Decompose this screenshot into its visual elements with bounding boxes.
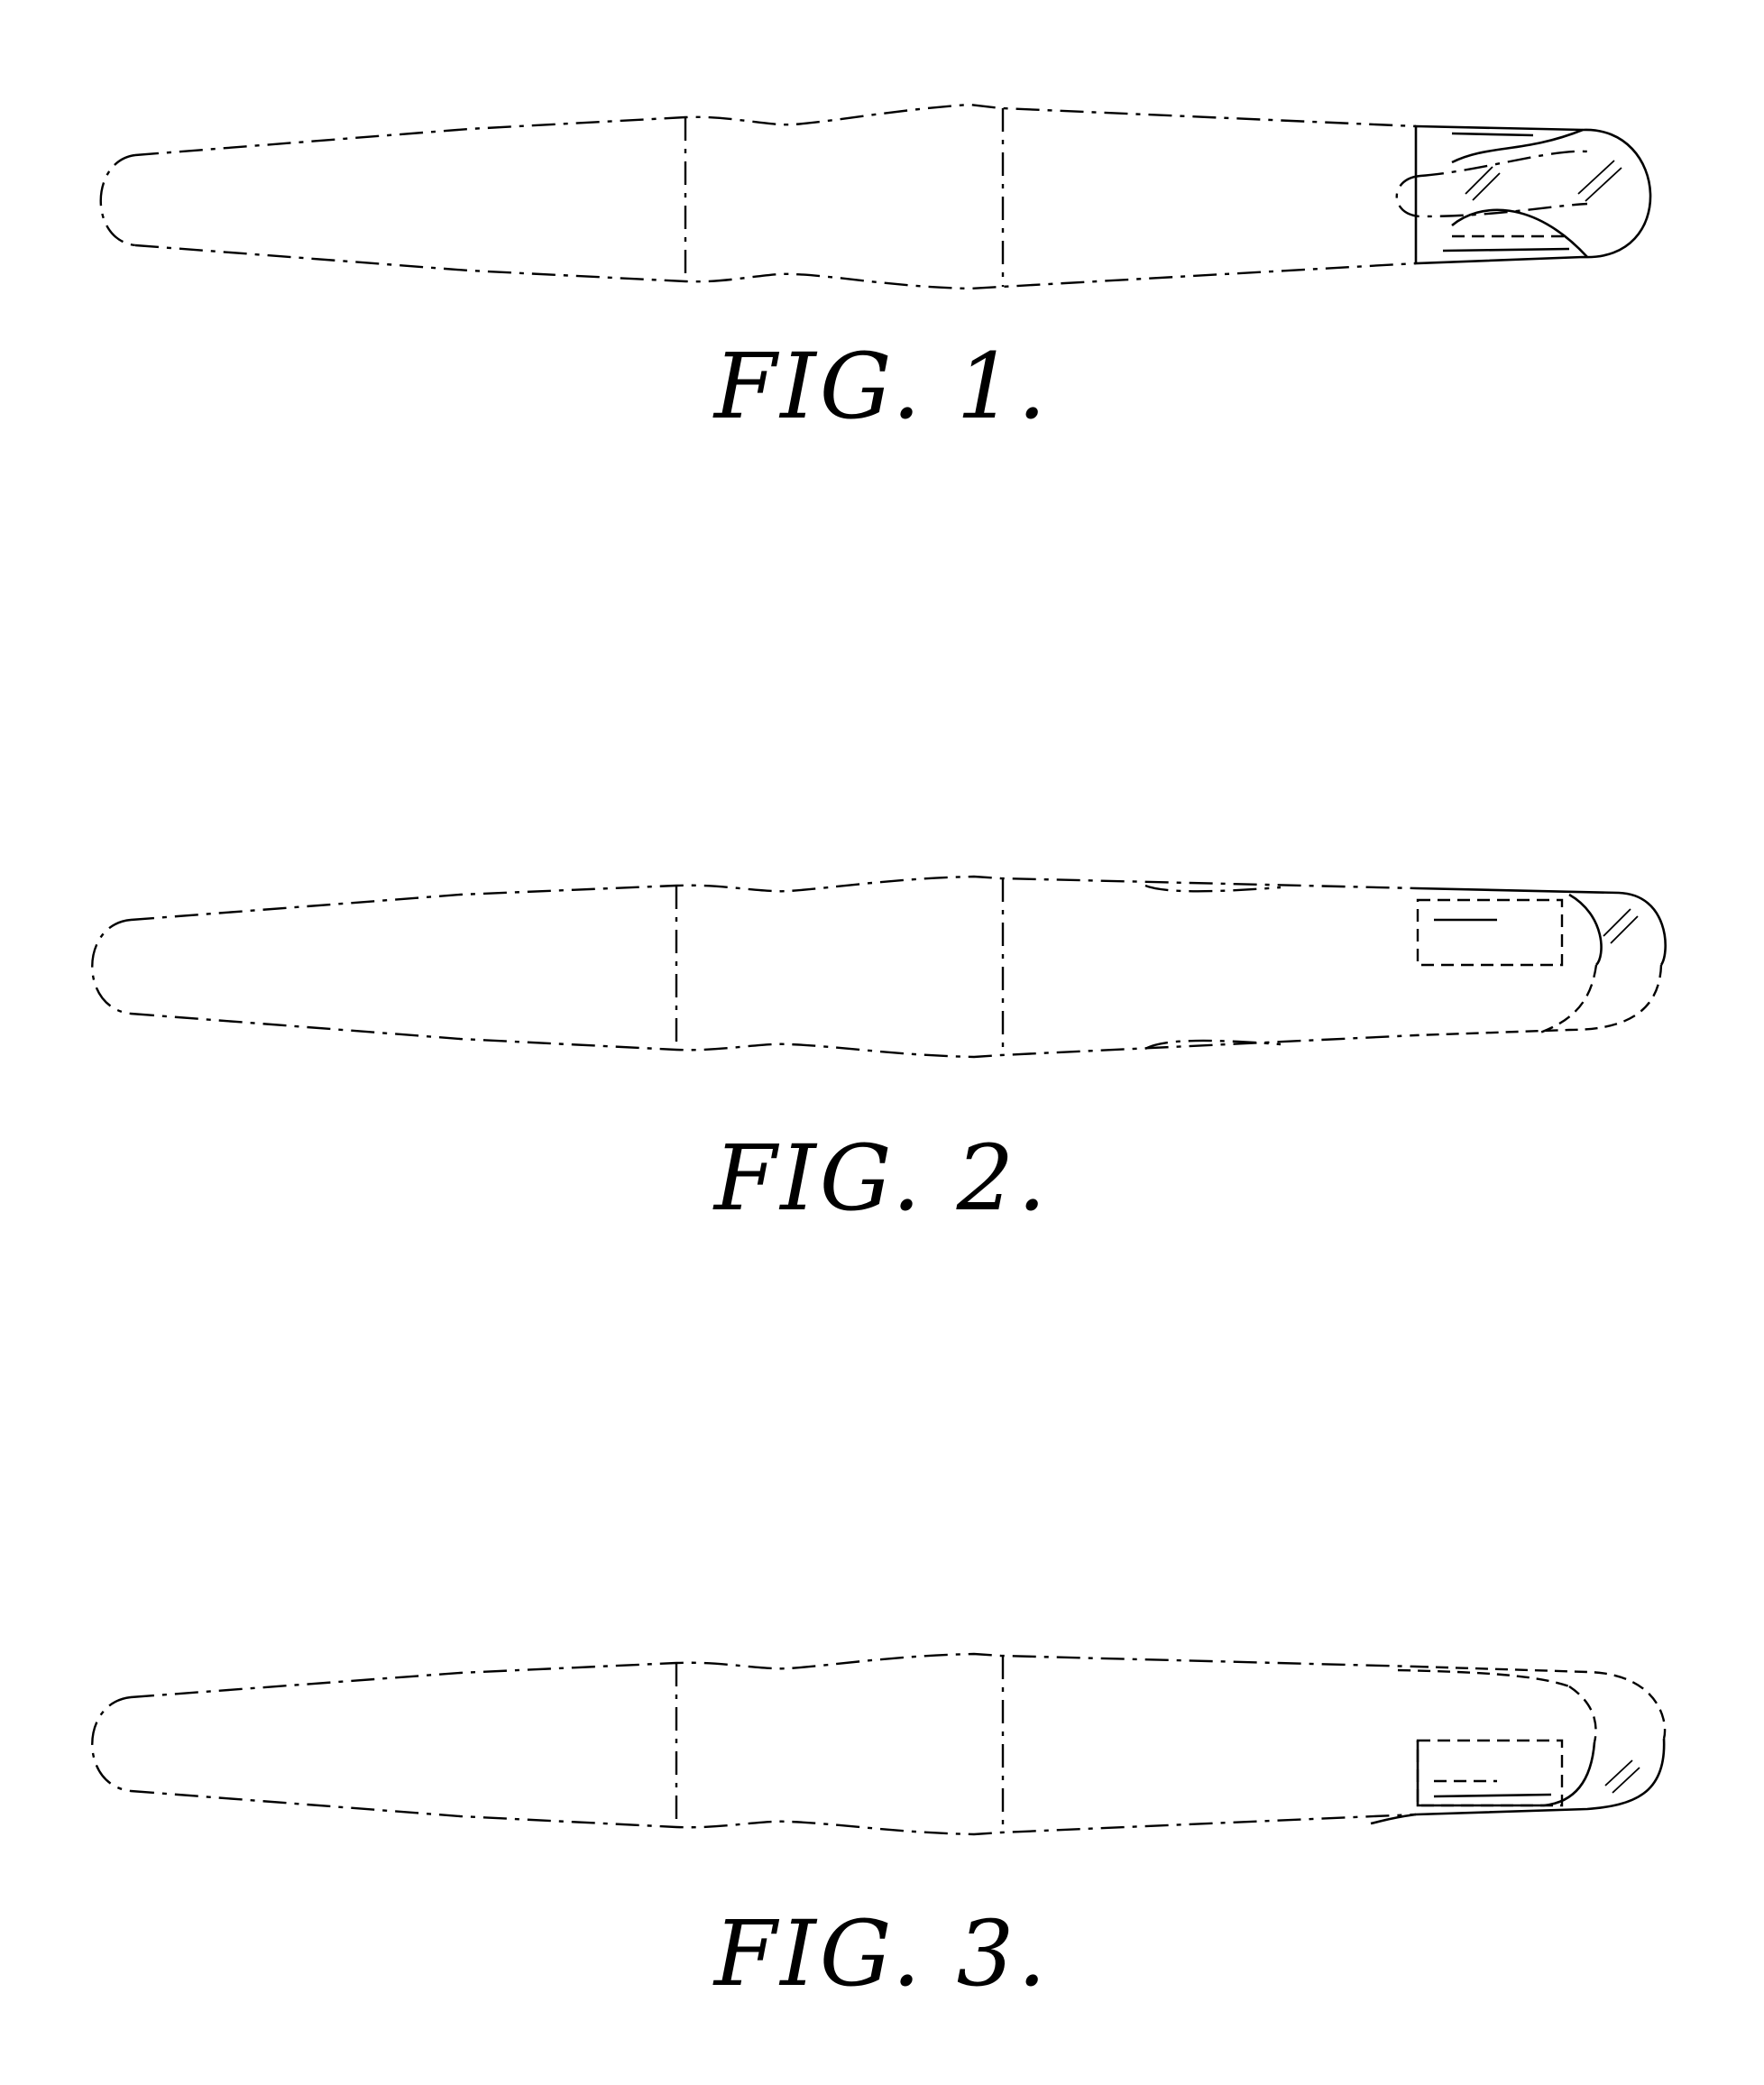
slot-outline (1397, 152, 1587, 216)
handle-outline-bottom (131, 1014, 1416, 1057)
transparency-hatch-1 (1465, 161, 1622, 201)
tip-inner-arc (1544, 1742, 1594, 1805)
tip-window (1418, 900, 1562, 965)
figure-3-drawing (0, 1569, 1764, 2085)
tip-inner-arc-hidden (1538, 965, 1596, 1033)
handle-rounded-end (92, 1697, 131, 1791)
transparency-hatch-3 (1605, 1760, 1640, 1793)
handle-rounded-end (92, 920, 131, 1014)
transparency-hatch-2 (1603, 909, 1638, 943)
tip-cap-hidden-edge (1416, 965, 1661, 1035)
handle-outline-top (135, 105, 1416, 155)
tip-cap-inner-top (1452, 133, 1533, 135)
tip-cap-outline-bottom (1371, 1739, 1664, 1823)
figure-1-caption: FIG. 1. (0, 334, 1764, 439)
handle-rounded-end (101, 155, 135, 245)
handle-outline-bottom (135, 245, 1416, 289)
figure-2: FIG. 2. (0, 794, 1764, 1263)
tip-cap-inner-base (1443, 249, 1569, 251)
tip-inner-arc (1569, 895, 1602, 965)
figure-3-caption: FIG. 3. (0, 1901, 1764, 2007)
tip-cap-hidden-inner-top (1398, 1670, 1569, 1686)
figure-2-caption: FIG. 2. (0, 1125, 1764, 1231)
figure-1: FIG. 1. (0, 0, 1764, 469)
figure-3: FIG. 3. (0, 1569, 1764, 2085)
tip-cap-hidden-top (1416, 1667, 1665, 1739)
handle-outline-top (131, 1654, 1416, 1697)
handle-outline-top (131, 877, 1416, 920)
rib-top (1145, 886, 1281, 891)
tip-window-line-2 (1434, 1795, 1551, 1796)
tip-inner-arc-hidden (1569, 1686, 1596, 1742)
handle-outline-bottom (131, 1791, 1416, 1834)
tip-cap-outline (1416, 126, 1650, 263)
